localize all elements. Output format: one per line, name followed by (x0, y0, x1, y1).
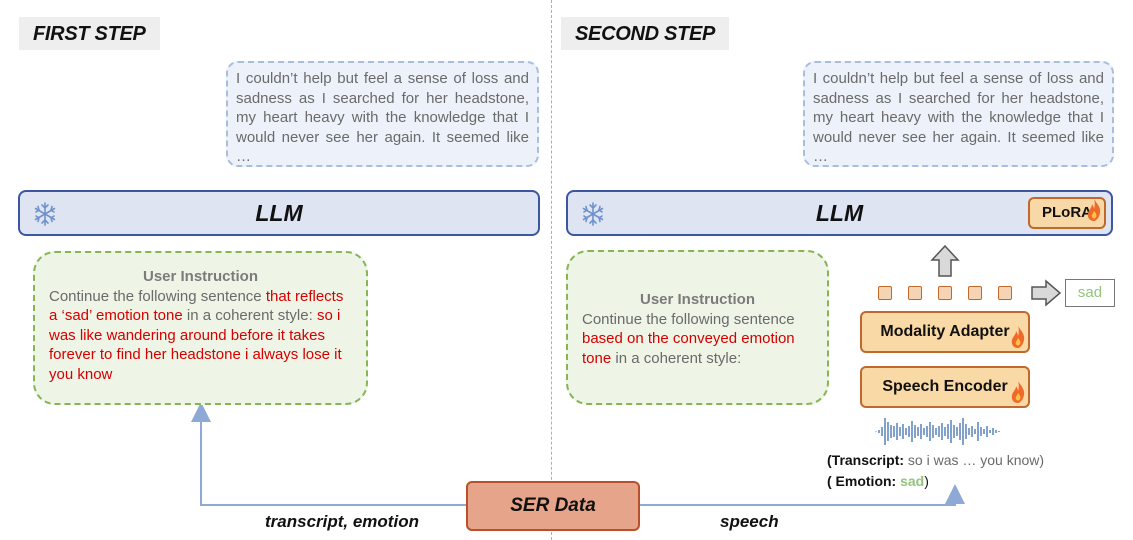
emotion-key: ( Emotion: (827, 473, 897, 489)
embedding-token (968, 286, 982, 300)
second-step-generated-text: I couldn’t help but feel a sense of loss… (803, 61, 1114, 167)
embedding-token (998, 286, 1012, 300)
instruction-text-2: in a coherent style: (182, 307, 317, 324)
instruction-emotion-highlight: based on the conveyed emotion tone (582, 330, 795, 367)
instruction-emotion-highlight: that reflects a ‘sad’ emotion tone (49, 287, 344, 325)
arrow-ser-to-first-instruction (191, 402, 466, 506)
right-arrow-icon (1031, 279, 1062, 307)
step-divider (551, 0, 552, 540)
modality-adapter-label: Modality Adapter (880, 323, 1010, 340)
instruction-text: Continue the following sentence (49, 287, 266, 305)
emotion-close: ) (924, 473, 929, 489)
first-step-generated-text: I couldn’t help but feel a sense of loss… (226, 61, 539, 167)
embedding-token (878, 286, 892, 300)
flame-trainable-icon (1011, 326, 1025, 348)
predicted-emotion-output: sad (1065, 279, 1115, 307)
flame-trainable-icon (1087, 199, 1101, 221)
flame-trainable-icon (1011, 381, 1025, 403)
transcript-key: (Transcript: (827, 452, 905, 468)
llm-label: LLM (815, 200, 864, 226)
instruction-body: Continue the following sentence that ref… (49, 287, 352, 385)
first-step-llm: LLM (18, 190, 540, 236)
first-step-title: FIRST STEP (19, 17, 160, 50)
instruction-transcript-highlight: so i was like wandering around before it… (49, 307, 342, 383)
instruction-title: User Instruction (142, 268, 259, 285)
speech-encoder: Speech Encoder (860, 366, 1030, 408)
speech-waveform (875, 418, 1000, 445)
transcript-value: so i was … you know) (904, 452, 1045, 468)
llm-label: LLM (255, 200, 303, 226)
second-step-llm: LLM PLoRA (566, 190, 1113, 236)
second-step-title: SECOND STEP (561, 17, 730, 50)
embedding-token (938, 286, 952, 300)
modality-adapter: Modality Adapter (860, 311, 1030, 353)
speech-encoder-label: Speech Encoder (882, 378, 1008, 395)
snowflake-frozen-icon (582, 202, 604, 226)
instruction-text: Continue the following sentence (582, 310, 795, 328)
second-step-user-instruction: User Instruction Continue the following … (566, 250, 829, 405)
speech-metadata: (Transcript: so i was … you know) ( Emot… (827, 450, 1044, 492)
embedding-token (908, 286, 922, 300)
instruction-body: Continue the following sentence based on… (582, 310, 813, 369)
ser-data-box: SER Data (466, 481, 640, 531)
snowflake-frozen-icon (34, 202, 56, 226)
first-step-user-instruction: User Instruction Continue the following … (33, 251, 368, 405)
edge-label-transcript-emotion: transcript, emotion (265, 512, 419, 531)
instruction-text-2: in a coherent style: (611, 349, 742, 367)
edge-label-speech: speech (720, 512, 779, 531)
emotion-value: sad (896, 473, 925, 489)
instruction-title: User Instruction (639, 291, 756, 308)
arrow-ser-to-speech (640, 484, 965, 506)
ser-data-label: SER Data (510, 495, 596, 516)
plora-label: PLoRA (1042, 204, 1092, 221)
up-arrow-icon (930, 244, 960, 277)
